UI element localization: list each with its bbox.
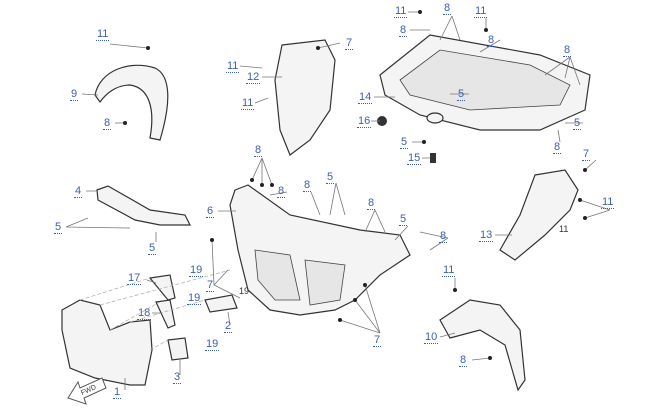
callout-6[interactable]: 6: [206, 205, 215, 218]
callout-3[interactable]: 3: [173, 371, 182, 384]
callout-7[interactable]: 7: [373, 334, 382, 347]
part-9-inner-fender: [94, 64, 169, 141]
part-4-bracket: [96, 185, 191, 226]
callout-7[interactable]: 7: [345, 37, 354, 50]
part-15-clip: [430, 153, 436, 163]
callout-8[interactable]: 8: [553, 141, 562, 154]
callout-19[interactable]: 19: [189, 264, 204, 277]
callout-11[interactable]: 11: [394, 5, 408, 18]
part-14-hole: [426, 112, 444, 124]
part-16-grommet: [377, 116, 387, 126]
callout-2[interactable]: 2: [224, 320, 233, 333]
callout-5[interactable]: 5: [326, 171, 335, 184]
part-14-rack-inner: [399, 49, 571, 111]
callout-4[interactable]: 4: [74, 185, 83, 198]
fasteners: [123, 10, 587, 360]
callout-17[interactable]: 17: [127, 272, 142, 285]
callout-15[interactable]: 15: [407, 152, 422, 165]
callout-8[interactable]: 8: [439, 230, 448, 243]
callout-8[interactable]: 8: [303, 179, 312, 192]
part-13-side-panel: [499, 169, 579, 261]
part-12-side-panel: [274, 39, 336, 156]
callout-16[interactable]: 16: [357, 115, 372, 128]
part-6-headlight-opening-right: [304, 259, 346, 306]
callout-12[interactable]: 12: [246, 71, 261, 84]
part-6-headlight-opening: [254, 249, 301, 301]
part-18-cover: [155, 299, 176, 329]
callout-11[interactable]: 11: [241, 97, 255, 110]
callout-9[interactable]: 9: [70, 88, 79, 101]
callout-18[interactable]: 18: [137, 307, 152, 320]
callout-8[interactable]: 8: [103, 117, 112, 130]
callout-13[interactable]: 13: [479, 229, 494, 242]
callout-8[interactable]: 8: [277, 185, 286, 198]
callout-8[interactable]: 8: [443, 2, 452, 15]
callout-11[interactable]: 11: [96, 28, 110, 41]
callout-1[interactable]: 1: [113, 386, 122, 399]
callout-8[interactable]: 8: [367, 197, 376, 210]
callout-8[interactable]: 8: [254, 144, 263, 157]
callout-5[interactable]: 5: [400, 136, 409, 149]
part-2-cover: [204, 294, 238, 313]
part-10-inner-fender: [439, 299, 526, 392]
callout-19[interactable]: 19: [187, 292, 202, 305]
callout-11[interactable]: 11: [474, 5, 488, 18]
callout-5[interactable]: 5: [457, 88, 466, 101]
callout-8[interactable]: 8: [399, 24, 408, 37]
callout-11[interactable]: 11: [442, 264, 456, 277]
part-17-cover: [148, 274, 176, 301]
callout-11[interactable]: 11: [601, 196, 615, 209]
callout-11[interactable]: 11: [226, 60, 240, 73]
callout-5[interactable]: 5: [573, 117, 582, 130]
callout-8[interactable]: 8: [459, 354, 468, 367]
callout-5[interactable]: 5: [399, 213, 408, 226]
callout-5[interactable]: 5: [54, 221, 63, 234]
callout-10[interactable]: 10: [424, 331, 439, 344]
callout-7[interactable]: 7: [206, 279, 215, 292]
callout-8[interactable]: 8: [563, 44, 572, 57]
callout-8[interactable]: 8: [487, 34, 496, 47]
callout-5[interactable]: 5: [148, 242, 157, 255]
callout-14[interactable]: 14: [358, 91, 373, 104]
callout-7[interactable]: 7: [582, 148, 591, 161]
callout-19-small[interactable]: 19: [239, 286, 250, 296]
part-3-cover: [167, 337, 189, 361]
callout-19[interactable]: 19: [205, 338, 220, 351]
callout-11-small[interactable]: 11: [559, 224, 569, 234]
fwd-arrow-icon: [67, 377, 107, 405]
